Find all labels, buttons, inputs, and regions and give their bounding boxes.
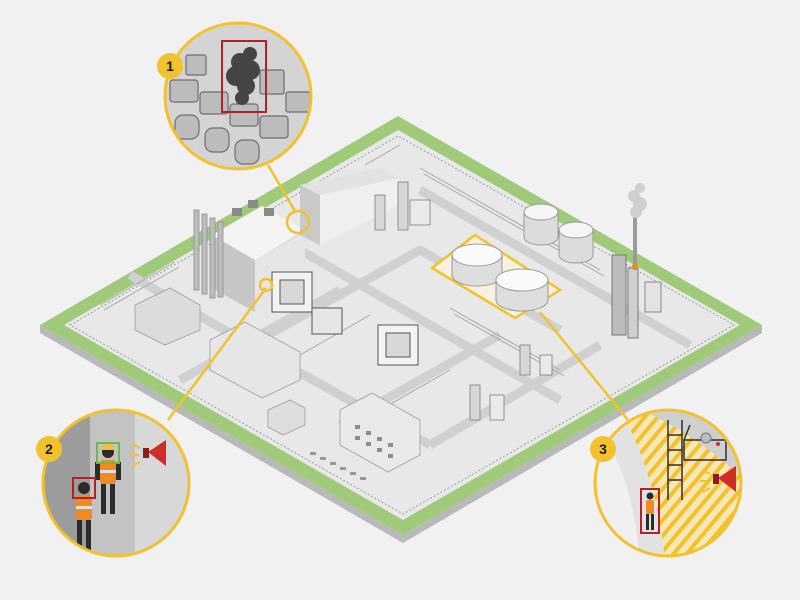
callout-2-badge: 2 <box>36 436 62 462</box>
svg-text:1: 1 <box>166 58 174 74</box>
callout-1-smoke-detection: 1 <box>157 23 311 169</box>
tank-valve <box>701 433 711 443</box>
svg-text:3: 3 <box>599 441 607 457</box>
callout-2-worker-detection: 2 <box>36 385 190 560</box>
callout-1-badge: 1 <box>157 53 183 79</box>
callout-3-badge: 3 <box>590 436 616 462</box>
smoke-plume-icon <box>628 183 647 218</box>
callout-3-intrusion-detection: 3 <box>590 410 745 560</box>
svg-text:2: 2 <box>45 441 53 457</box>
